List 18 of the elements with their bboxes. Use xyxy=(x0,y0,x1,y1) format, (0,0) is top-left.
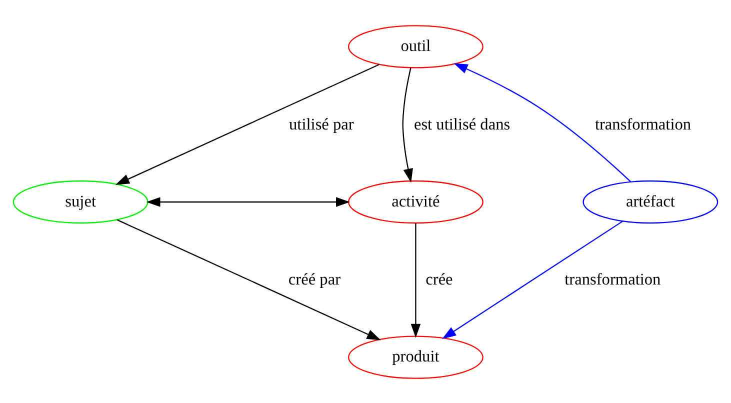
edge-label: est utilisé dans xyxy=(414,114,510,133)
node-ellipse: sujet xyxy=(12,180,148,224)
arrow xyxy=(454,62,632,182)
node-ellipse: artéfact xyxy=(582,180,718,224)
edge-label: crée xyxy=(426,269,453,288)
arrow xyxy=(146,196,350,206)
edge-label: transformation xyxy=(594,114,692,133)
node-ellipse: activité xyxy=(348,180,484,224)
edge-label: créé par xyxy=(288,269,341,288)
node-ellipse: produit xyxy=(348,335,484,378)
node-ellipse: outil xyxy=(348,24,484,68)
arrow xyxy=(442,220,623,338)
edge-label: transformation xyxy=(564,269,661,288)
arrow xyxy=(116,218,381,340)
arrow xyxy=(115,63,380,184)
edge-label: utilisé par xyxy=(289,114,354,133)
arrow xyxy=(410,222,421,338)
arrow xyxy=(402,67,413,182)
